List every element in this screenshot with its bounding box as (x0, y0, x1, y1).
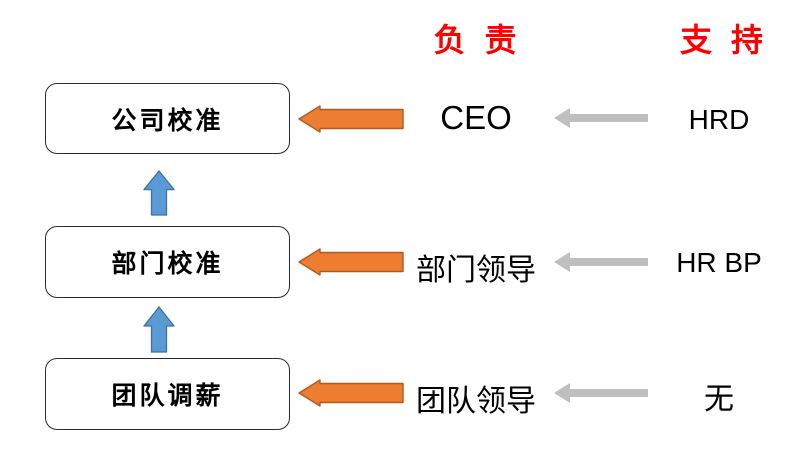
support-label-none: 无 (704, 383, 734, 416)
responsible-left-arrow-icon (298, 377, 404, 409)
responsible-column-header: 负 责 (433, 22, 522, 58)
stage-box-company-calibration: 公司校准 (45, 83, 290, 154)
up-arrow-icon (143, 306, 175, 353)
support-left-arrow-icon (553, 382, 649, 404)
support-left-arrow-icon (553, 251, 649, 273)
support-column-header: 支 持 (680, 22, 768, 58)
responsible-label-department-leader: 部门领导 (416, 254, 536, 287)
stage-label: 部门校准 (111, 250, 224, 278)
stage-label: 公司校准 (111, 106, 224, 135)
responsible-left-arrow-icon (298, 103, 404, 135)
support-label-hrbp: HR BP (676, 247, 762, 278)
support-left-arrow-icon (553, 107, 649, 129)
responsible-left-arrow-icon (298, 246, 404, 278)
up-arrow-icon (143, 170, 175, 216)
stage-label: 团队调薪 (111, 382, 224, 410)
stage-box-department-calibration: 部门校准 (45, 226, 290, 298)
support-label-hrd: HRD (688, 104, 750, 135)
stage-box-team-salary-adjustment: 团队调薪 (45, 358, 290, 430)
responsible-label-team-leader: 团队领导 (416, 385, 536, 418)
responsible-label-ceo: CEO (440, 99, 512, 136)
